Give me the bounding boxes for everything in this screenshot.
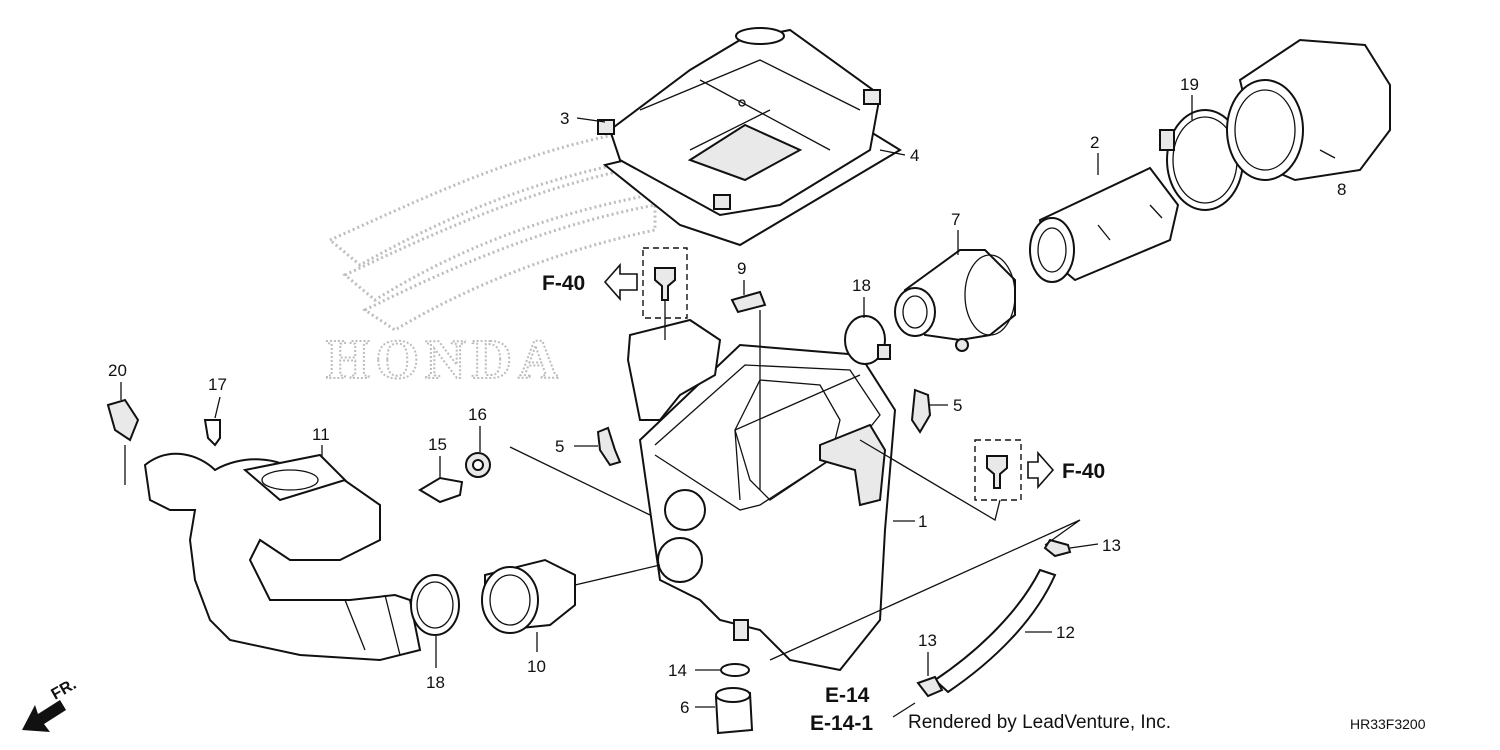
callout-9: 9 <box>737 259 746 278</box>
callout-14: 14 <box>668 661 687 680</box>
callout-2: 2 <box>1090 133 1099 152</box>
ref-e14: E-14 <box>825 684 870 707</box>
callout-13b: 13 <box>918 631 937 650</box>
callout-11: 11 <box>312 425 330 444</box>
outer-cover-8 <box>1226 38 1391 182</box>
band-19 <box>1159 109 1244 211</box>
connecting-tube-7 <box>894 249 1016 352</box>
callout-7: 7 <box>951 210 960 229</box>
air-filter-element-2 <box>1029 166 1180 283</box>
callout-6: 6 <box>680 698 689 717</box>
clip-13-lower <box>916 675 944 698</box>
clamp-18-upper <box>844 315 891 365</box>
clip-5-left <box>596 426 622 467</box>
clip-13-upper <box>1043 538 1072 558</box>
plug-6 <box>714 687 754 735</box>
callout-18a: 18 <box>852 276 871 295</box>
callout-5b: 5 <box>953 396 962 415</box>
callout-16: 16 <box>468 405 487 424</box>
clip-5-right <box>910 388 932 434</box>
air-cleaner-cover <box>597 27 902 247</box>
clamp-18-lower <box>410 574 460 636</box>
credit-text: Rendered by LeadVenture, Inc. <box>908 712 1172 733</box>
ref-e14-1: E-14-1 <box>810 712 873 735</box>
callout-15: 15 <box>428 435 447 454</box>
ref-f40-left: F-40 <box>542 272 585 295</box>
callout-17: 17 <box>208 375 227 394</box>
honda-wing-logo: HONDA <box>325 128 657 392</box>
callout-18b: 18 <box>426 673 445 692</box>
o-ring-14 <box>720 663 750 677</box>
callout-19: 19 <box>1180 75 1199 94</box>
bolt-box-right <box>974 439 1022 501</box>
arrow-right-icon <box>1027 450 1055 490</box>
ref-f40-right: F-40 <box>1062 460 1105 483</box>
clip-20 <box>106 398 140 485</box>
leader-lines <box>120 95 1336 718</box>
callout-8: 8 <box>1337 180 1346 199</box>
diagram-code: HR33F3200 <box>1350 716 1426 732</box>
callout-3: 3 <box>560 109 569 128</box>
callout-20: 20 <box>108 361 127 380</box>
arrow-left-icon <box>603 262 638 302</box>
inlet-duct <box>143 452 422 662</box>
callout-5a: 5 <box>555 437 564 456</box>
callout-12: 12 <box>1056 623 1075 642</box>
honda-watermark: HONDA <box>326 329 564 391</box>
callout-1: 1 <box>918 512 927 531</box>
grommet-16 <box>465 452 491 478</box>
callout-10: 10 <box>527 657 546 676</box>
bolt-17 <box>203 419 221 447</box>
drain-tube-12 <box>933 568 1057 694</box>
callout-13a: 13 <box>1102 536 1121 555</box>
boot-10 <box>481 558 576 634</box>
pad-9 <box>730 290 767 314</box>
air-cleaner-case <box>626 318 897 672</box>
callout-4: 4 <box>910 146 919 165</box>
front-direction-label: FR. <box>49 676 80 704</box>
front-direction-arrow-icon <box>22 700 66 732</box>
valve-15 <box>418 476 464 504</box>
